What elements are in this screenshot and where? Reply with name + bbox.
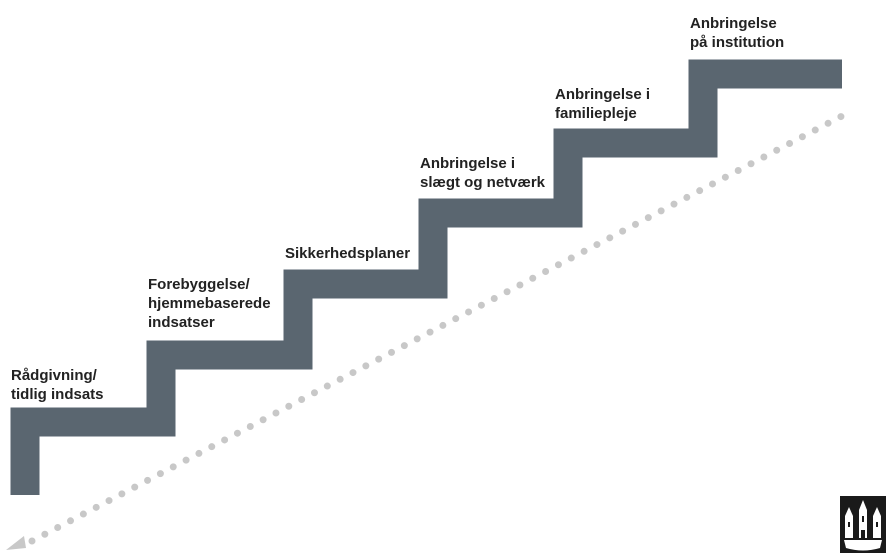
step-label-institution: Anbringelse på institution [690,15,785,51]
staircase-path [10,59,842,495]
step-label-slaegt-netvaerk: Anbringelse i slægt og netværk [420,155,546,191]
coat-of-arms-logo [840,496,886,553]
step-label-radgivning: Rådgivning/ tidlig indsats [11,367,104,403]
step-label-familiepleje: Anbringelse i familiepleje [555,86,651,122]
step-label-forebyggelse: Forebyggelse/ hjemmebaserede indsatser [148,276,271,331]
dotted-arrow-icon [6,536,26,550]
step-label-sikkerhedsplaner: Sikkerhedsplaner [285,245,411,262]
